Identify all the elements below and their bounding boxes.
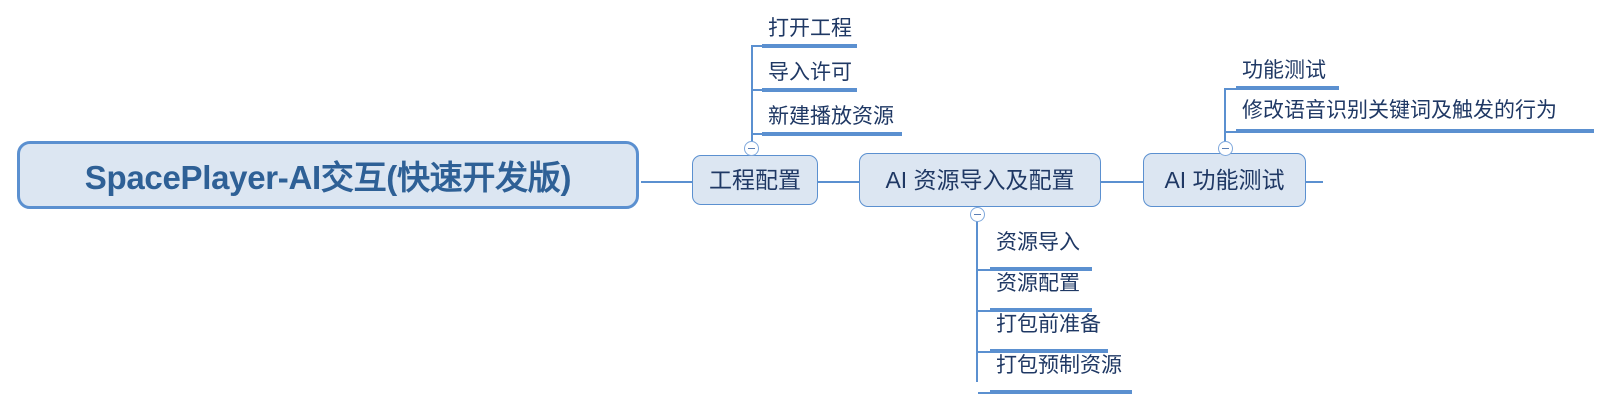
collapse-minus-icon-ai-resource[interactable] xyxy=(970,207,985,222)
branch-tick-ai-resource-3 xyxy=(978,351,992,353)
leaf-bar-ai-function-test-1 xyxy=(1236,86,1339,90)
connector-root-to-engineering-config xyxy=(641,181,693,183)
branch-tick-ai-resource-4 xyxy=(978,392,992,394)
collapse-minus-icon-ai-function-test[interactable] xyxy=(1218,141,1233,156)
node-ai-resource-import-config[interactable]: AI 资源导入及配置 xyxy=(859,153,1101,207)
connector-ai-function-test-tail xyxy=(1305,181,1323,183)
leaf-label-engineering-1[interactable]: 打开工程 xyxy=(768,17,852,40)
leaf-label-engineering-3[interactable]: 新建播放资源 xyxy=(768,105,894,128)
leaf-label-ai-resource-2[interactable]: 资源配置 xyxy=(996,272,1080,295)
branch-tick-ai-resource-2 xyxy=(978,310,992,312)
node-engineering-config-label: 工程配置 xyxy=(709,166,801,193)
leaf-label-engineering-2[interactable]: 导入许可 xyxy=(768,61,852,84)
branch-spine-engineering-config xyxy=(751,45,753,155)
branch-tick-ai-function-test-1 xyxy=(1224,88,1237,90)
leaf-bar-ai-resource-3 xyxy=(990,349,1108,353)
leaf-label-ai-resource-4[interactable]: 打包预制资源 xyxy=(996,354,1122,377)
leaf-bar-ai-resource-4 xyxy=(990,390,1132,394)
collapse-minus-icon-engineering-config[interactable] xyxy=(744,141,759,156)
node-ai-function-test-label: AI 功能测试 xyxy=(1164,166,1285,193)
root-node[interactable]: SpacePlayer-AI交互(快速开发版) xyxy=(17,141,639,209)
connector-ai-resource-to-ai-function-test xyxy=(1100,181,1144,183)
leaf-bar-ai-resource-1 xyxy=(990,267,1092,271)
branch-spine-ai-function-test xyxy=(1224,88,1226,155)
root-node-label: SpacePlayer-AI交互(快速开发版) xyxy=(84,159,572,196)
leaf-label-ai-resource-1[interactable]: 资源导入 xyxy=(996,231,1080,254)
leaf-label-ai-resource-3[interactable]: 打包前准备 xyxy=(996,313,1101,336)
leaf-bar-engineering-2 xyxy=(762,88,857,92)
leaf-label-ai-function-test-2[interactable]: 修改语音识别关键词及触发的行为 xyxy=(1242,99,1557,122)
leaf-bar-ai-function-test-2 xyxy=(1236,129,1594,133)
leaf-label-ai-function-test-1[interactable]: 功能测试 xyxy=(1242,59,1326,82)
leaf-bar-engineering-1 xyxy=(762,44,857,48)
branch-tick-ai-resource-1 xyxy=(978,269,992,271)
leaf-bar-engineering-3 xyxy=(762,132,902,136)
branch-tick-ai-function-test-2 xyxy=(1224,131,1237,133)
branch-spine-ai-resource xyxy=(976,207,979,382)
node-ai-function-test[interactable]: AI 功能测试 xyxy=(1143,153,1306,207)
node-ai-resource-import-config-label: AI 资源导入及配置 xyxy=(885,166,1075,193)
branch-tick-engineering-1 xyxy=(751,45,763,47)
connector-engineering-config-to-ai-resource xyxy=(817,181,860,183)
node-engineering-config[interactable]: 工程配置 xyxy=(692,155,818,205)
branch-tick-engineering-3 xyxy=(751,133,763,135)
branch-tick-engineering-2 xyxy=(751,89,763,91)
leaf-bar-ai-resource-2 xyxy=(990,308,1092,312)
